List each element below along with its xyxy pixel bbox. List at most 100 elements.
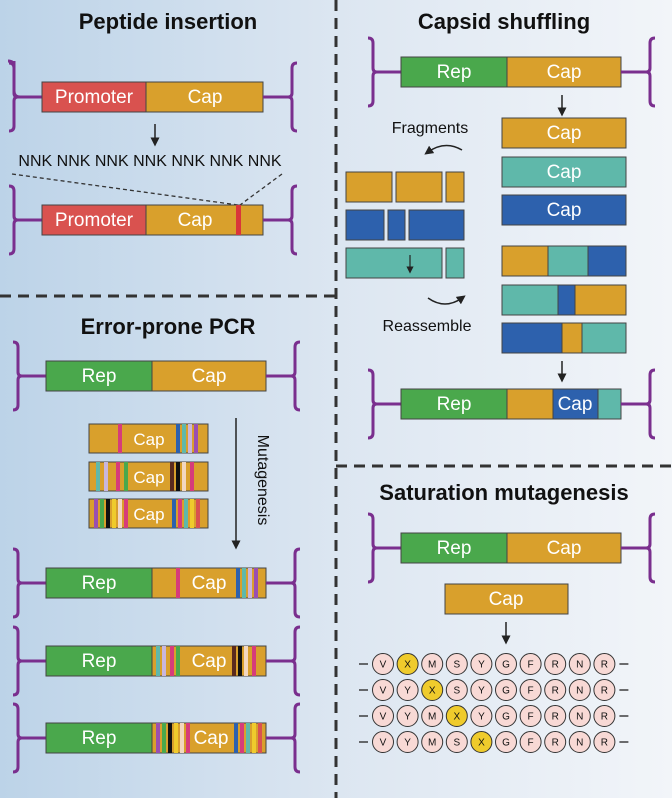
residue [593, 653, 616, 675]
residue [470, 705, 493, 727]
peptide-construct-original: Promoter Cap [7, 59, 298, 133]
residue [519, 653, 542, 675]
residue-letter: X [404, 660, 411, 671]
residue-letter: N [576, 712, 583, 723]
residue-letter: M [428, 660, 436, 671]
residue-letter: X [429, 686, 436, 697]
residue-letter: V [380, 686, 387, 697]
mutated-residue [470, 731, 493, 753]
residue [544, 679, 567, 701]
promoter-block [41, 204, 147, 236]
parent-cap-label: Cap [547, 123, 582, 144]
cap-label: Cap [192, 366, 227, 387]
residue-letter: G [502, 738, 510, 749]
residue [495, 679, 517, 701]
chimera-segment [501, 284, 559, 316]
residue-letter: R [601, 738, 608, 749]
residue-letter: R [552, 712, 559, 723]
mutated-residue [445, 705, 468, 727]
chimera-segment [506, 388, 554, 420]
residue-letter: V [380, 660, 387, 671]
standalone-cap-block [444, 583, 569, 615]
chimera-segment [501, 322, 563, 354]
residue [593, 679, 616, 701]
fragment [445, 247, 465, 279]
residue [568, 679, 591, 701]
chimera-segment [561, 322, 583, 354]
residue [470, 679, 493, 701]
fragment [445, 171, 465, 203]
cap-block [506, 532, 622, 564]
fragment [395, 171, 443, 203]
residue [519, 731, 542, 753]
residue [544, 731, 567, 753]
rep-label: Rep [82, 651, 117, 672]
residue-letter: S [453, 686, 460, 697]
residue-letter: G [502, 660, 510, 671]
left-background [0, 0, 336, 798]
mutant-cap-label: Cap [133, 468, 164, 487]
residue [396, 731, 419, 753]
residue [445, 679, 468, 701]
residue-letter: R [552, 660, 559, 671]
residue [445, 731, 468, 753]
residue-letter: N [576, 738, 583, 749]
saturation-mutagenesis-title: Saturation mutagenesis [379, 480, 628, 505]
cap-label: Cap [192, 651, 227, 672]
fragments-label: Fragments [392, 120, 468, 137]
cap-block [145, 81, 264, 113]
residue [495, 731, 517, 753]
residue-letter: F [528, 660, 534, 671]
cap-block [151, 567, 267, 599]
residue-letter: F [528, 738, 534, 749]
cap-label: Cap [194, 728, 229, 749]
fragment-pieces [345, 171, 465, 279]
residue-letter: N [576, 660, 583, 671]
residue [421, 705, 444, 727]
curved-arrow-icon [427, 295, 466, 305]
fragment [345, 171, 393, 203]
panel-peptide-insertion: Peptide insertion Promoter Cap NNK NNK N… [7, 9, 298, 256]
shuffling-construct-final: Rep Cap [367, 368, 656, 440]
fragment [408, 209, 465, 241]
cap-label: Cap [178, 210, 213, 231]
cap-block [151, 360, 267, 392]
residue [372, 705, 394, 727]
rep-block [45, 567, 153, 599]
residue-letter: V [380, 738, 387, 749]
chimera-segment [547, 245, 589, 277]
residue [544, 705, 567, 727]
residue-letter: N [576, 686, 583, 697]
parent-cap-label: Cap [547, 162, 582, 183]
cap-label: Cap [558, 394, 593, 415]
residue [593, 731, 616, 753]
chimera-segment [552, 388, 599, 420]
rep-label: Rep [437, 394, 472, 415]
residue-letter: G [502, 686, 510, 697]
residue [396, 679, 419, 701]
panel-error-prone-pcr: Error-prone PCR Rep Cap Mutagenesis Cap [12, 314, 301, 774]
residue [544, 653, 567, 675]
mutant-cap-3: Cap [88, 498, 209, 529]
cap-block [145, 204, 264, 236]
residue [495, 705, 517, 727]
pcr-output-construct-3: Rep Cap [12, 702, 301, 774]
parent-cap-label: Cap [547, 200, 582, 221]
residue [445, 653, 468, 675]
residue [593, 705, 616, 727]
promoter-label: Promoter [55, 87, 134, 108]
rep-block [45, 645, 153, 677]
parent-cap-blue [501, 194, 627, 226]
residue-letter: Y [404, 712, 411, 723]
pcr-construct-top: Rep Cap [12, 340, 301, 412]
fragment [345, 209, 385, 241]
residue [396, 705, 419, 727]
mutant-cap-block [88, 461, 209, 492]
residue-letter: Y [478, 660, 485, 671]
